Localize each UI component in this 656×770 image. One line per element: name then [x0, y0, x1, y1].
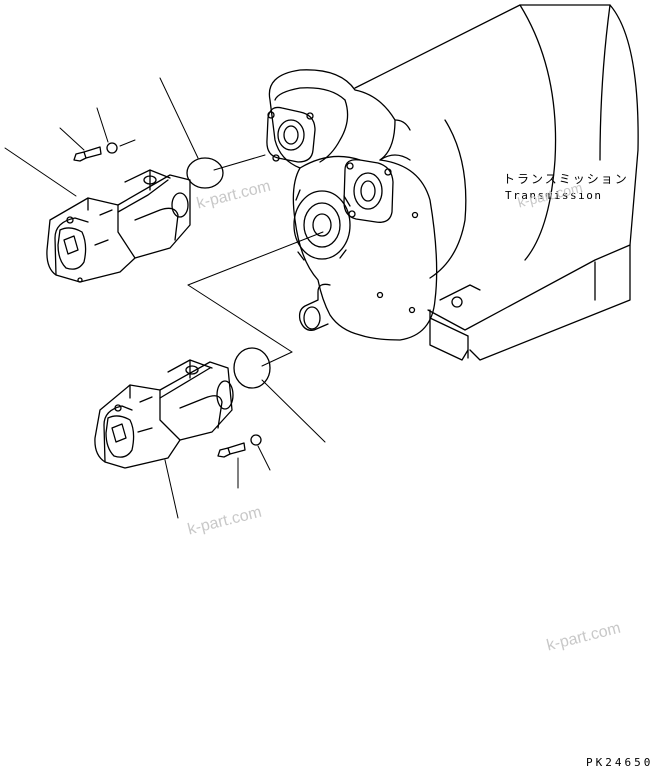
gasket-lower — [233, 347, 271, 389]
pump-drive-case — [266, 69, 438, 341]
bolt-upper — [73, 146, 102, 162]
transmission-label-jp: トランスミッション — [503, 172, 629, 186]
gasket-upper — [186, 157, 224, 189]
washer-upper — [106, 142, 118, 154]
bolt-lower — [217, 442, 246, 458]
pump-lower — [94, 359, 234, 469]
pump-upper — [46, 169, 191, 283]
drawing-code: PK24650 — [586, 756, 654, 769]
transmission-label-en: Transmission — [505, 189, 603, 202]
leader-lines — [4, 77, 326, 519]
transmission-housing — [354, 4, 639, 361]
washer-lower — [250, 434, 262, 446]
